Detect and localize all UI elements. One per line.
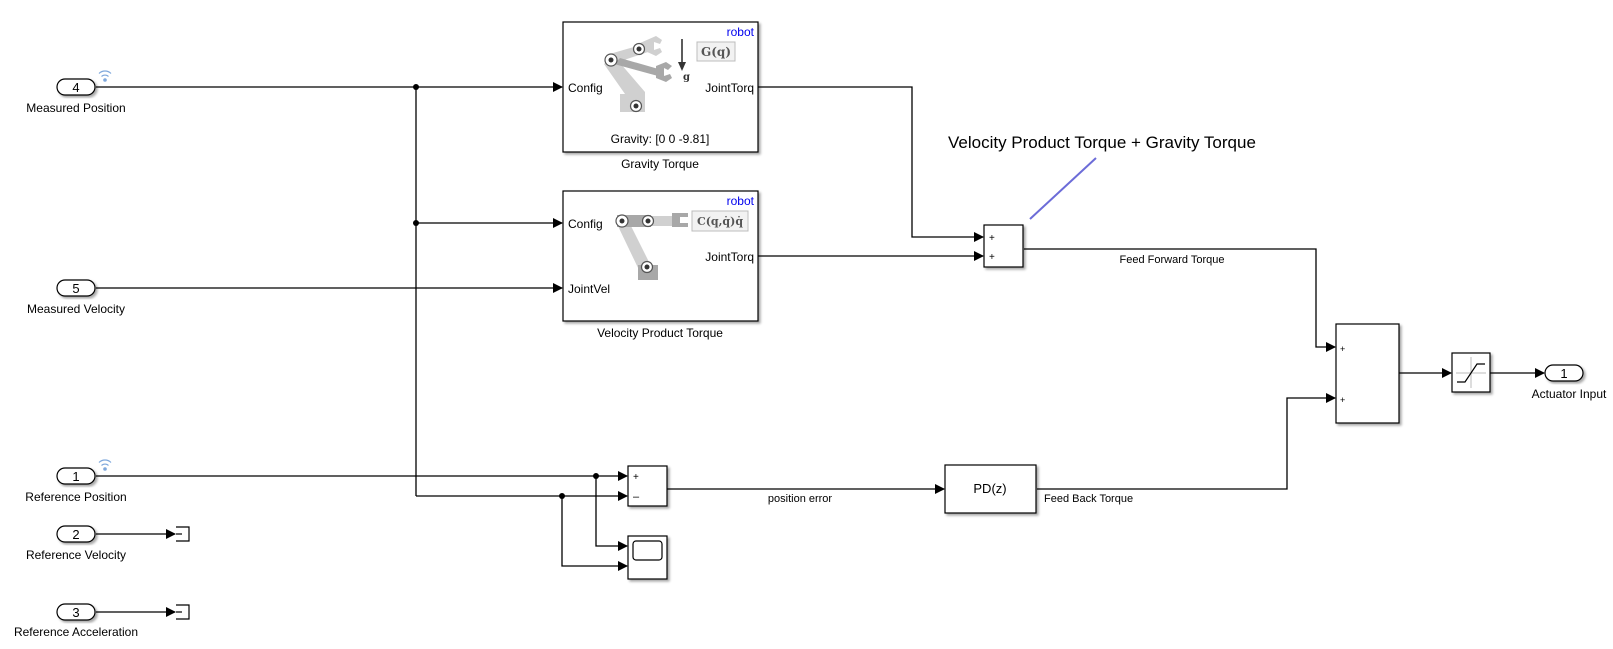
port-number: 1 [1560,366,1567,381]
gravity-torque-block[interactable]: robot g G(q) Config JointTorq Gravity: [… [562,21,759,153]
terminator-block[interactable] [176,526,190,542]
outport-actuator-input[interactable]: 1 Actuator Input [1532,364,1607,401]
port-number: 1 [72,469,79,484]
port-label: Measured Position [26,101,125,115]
port-number: 4 [72,80,79,95]
gravity-symbol: g [683,72,690,83]
scope-screen-icon [632,540,663,561]
scope-block[interactable] [627,535,668,580]
signal-logging-icon [98,70,112,82]
port-number: 3 [72,605,79,620]
inport-reference-position[interactable]: 1 Reference Position [25,459,127,504]
sum-sign: + [989,233,995,244]
branch-point [413,220,419,226]
branch-point [559,493,565,499]
sum-sign: + [1340,395,1345,405]
sum-feed-forward-block[interactable]: + + [983,224,1024,268]
port-label: Reference Acceleration [14,625,138,639]
inport-reference-acceleration[interactable]: 3 Reference Acceleration [14,603,138,639]
annotation-connector [1029,157,1097,220]
wire-gravity-torque[interactable] [758,86,984,242]
terminator-block[interactable] [176,604,190,620]
saturation-icon [1457,363,1485,383]
sum-sign: + [633,472,639,483]
input-port-label: JointVel [568,282,610,296]
port-label: Reference Velocity [26,548,126,562]
output-port-label: JointTorq [705,81,754,95]
port-label: Measured Velocity [27,302,125,316]
port-label: Reference Position [25,490,126,504]
gravity-parameter: Gravity: [0 0 -9.81] [611,132,710,146]
wires [96,82,1545,617]
sum-total-block[interactable]: + + [1335,323,1400,424]
block-name-gravity-torque: Gravity Torque [621,157,699,171]
sum-error-block[interactable]: + – [627,465,668,507]
formula-badge: G(q) [696,41,736,62]
sum-sign: + [1340,344,1345,354]
inport-measured-position[interactable]: 4 Measured Position [26,70,126,115]
signal-label-feed-back[interactable]: Feed Back Torque [1044,493,1133,505]
wire-to-scope-1[interactable] [595,476,628,551]
wire-to-scope-2[interactable] [561,496,628,571]
block-name-velocity-product-torque: Velocity Product Torque [597,326,723,340]
saturation-block[interactable] [1451,352,1491,393]
port-label: Actuator Input [1532,387,1607,401]
velocity-product-torque-block[interactable]: robot C(q,q̇)q̇ Config JointVel JointTor… [562,190,759,322]
robot-tag: robot [727,25,755,39]
signal-label-feed-forward[interactable]: Feed Forward Torque [1120,254,1225,266]
inport-measured-velocity[interactable]: 5 Measured Velocity [27,279,125,316]
annotation-text[interactable]: Velocity Product Torque + Gravity Torque [948,133,1256,152]
output-port-label: JointTorq [705,250,754,264]
input-port-label: Config [568,217,603,231]
port-number: 5 [72,281,79,296]
formula-text: C(q,q̇)q̇ [697,215,743,228]
robot-arm-icon [604,36,672,113]
branch-point [593,473,599,479]
branch-point [413,84,419,90]
inport-reference-velocity[interactable]: 2 Reference Velocity [26,525,126,562]
port-number: 2 [72,527,79,542]
formula-text: G(q) [701,45,731,59]
robot-arm-icon [615,213,688,280]
formula-badge: C(q,q̇)q̇ [691,210,749,232]
input-port-label: Config [568,81,603,95]
wire-feed-back[interactable] [1037,393,1336,490]
pd-controller-block[interactable]: PD(z) [944,464,1037,514]
signal-label-position-error[interactable]: position error [768,493,833,505]
sum-sign: – [633,491,640,503]
signal-logging-icon [98,459,112,471]
pd-label: PD(z) [973,481,1006,496]
sum-sign: + [989,252,995,263]
wire-feed-forward[interactable] [1024,248,1336,352]
robot-tag: robot [727,194,755,208]
gravity-arrow-icon: g [678,39,690,83]
